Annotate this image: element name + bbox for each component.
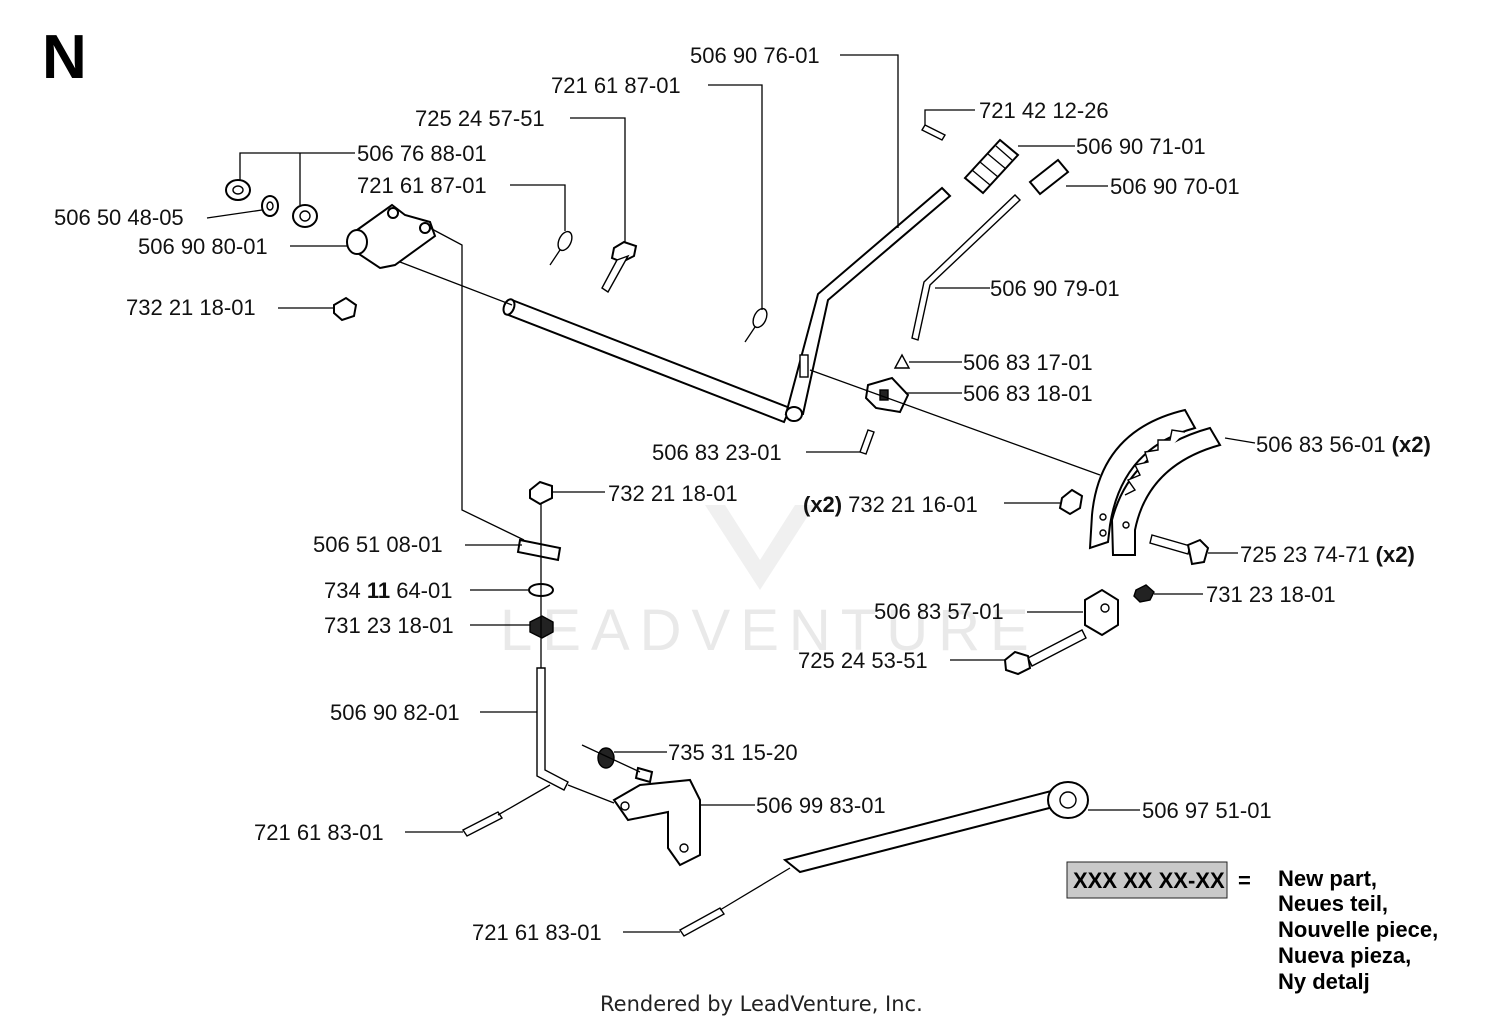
long-arm	[782, 781, 1089, 874]
main-shaft	[502, 298, 792, 424]
label-506-90-80-01: 506 90 80-01	[138, 234, 268, 259]
label-735-31-15-20: 735 31 15-20	[668, 740, 798, 765]
label-725-23-74-71: 725 23 74-71(x2)	[1240, 542, 1415, 567]
legend-line-2: Neues teil,	[1278, 891, 1388, 916]
handle-grip	[963, 138, 1020, 195]
shift-lever	[784, 186, 952, 422]
yoke-bracket	[346, 203, 437, 270]
label-506-90-70-01: 506 90 70-01	[1110, 174, 1240, 199]
label-721-42-12-26: 721 42 12-26	[979, 98, 1109, 123]
label-725-24-57-51: 725 24 57-51	[415, 106, 545, 131]
quantity-732-21-16-01: (x2)	[803, 492, 842, 517]
label-732-21-16-01: (x2)732 21 16-01	[803, 492, 978, 517]
legend-line-3: Nouvelle piece,	[1278, 917, 1438, 942]
label-506-83-23-01: 506 83 23-01	[652, 440, 782, 465]
nut-right	[1133, 584, 1155, 603]
part-number-725-23-74-71: 725 23 74-71	[1240, 542, 1370, 567]
bushings	[225, 179, 318, 228]
label-731-23-18-01-left: 731 23 18-01	[324, 613, 454, 638]
part-number-734-a: 734	[324, 578, 367, 603]
label-506-90-82-01: 506 90 82-01	[330, 700, 460, 725]
label-506-83-18-01: 506 83 18-01	[963, 381, 1093, 406]
link-rod	[536, 667, 569, 791]
label-506-99-83-01: 506 99 83-01	[756, 793, 886, 818]
legend-line-1: New part,	[1278, 866, 1377, 891]
label-506-97-51-01: 506 97 51-01	[1142, 798, 1272, 823]
legend-code: XXX XX XX-XX	[1073, 868, 1225, 893]
label-506-83-57-01: 506 83 57-01	[874, 599, 1004, 624]
part-number-734-c: 64-01	[390, 578, 452, 603]
lock-nut-top	[333, 296, 358, 322]
legend: XXX XX XX-XX = New part, Neues teil, Nou…	[1066, 861, 1438, 994]
label-732-21-18-01-top: 732 21 18-01	[126, 295, 256, 320]
part-number-506-83-56-01: 506 83 56-01	[1256, 432, 1386, 457]
label-506-90-71-01: 506 90 71-01	[1076, 134, 1206, 159]
sector-gears	[1088, 408, 1222, 556]
quantity-725-23-74-71: (x2)	[1376, 542, 1415, 567]
label-506-50-48-05: 506 50 48-05	[54, 205, 184, 230]
control-rod	[911, 194, 1022, 341]
footer-credit: Rendered by LeadVenture, Inc.	[600, 992, 923, 1016]
label-721-61-87-01-mid: 721 61 87-01	[357, 173, 487, 198]
label-732-21-18-01-mid: 732 21 18-01	[608, 481, 738, 506]
label-734-11-64-01: 734 11 64-01	[324, 578, 452, 603]
label-725-24-53-51: 725 24 53-51	[798, 648, 928, 673]
label-506-83-17-01: 506 83 17-01	[963, 350, 1093, 375]
clevis-pin	[516, 538, 562, 562]
bolt-lower	[1003, 629, 1087, 676]
watermark: LEADVENTURE	[500, 505, 1039, 663]
part-drawings	[225, 124, 1222, 937]
watermark-text: LEADVENTURE	[500, 598, 1039, 663]
legend-line-5: Ny detalj	[1278, 969, 1370, 994]
cotter-pins	[549, 230, 768, 343]
label-721-61-87-01-top: 721 61 87-01	[551, 73, 681, 98]
part-number-732-21-16-01: 732 21 16-01	[848, 492, 978, 517]
callout-labels: 506 90 76-01 721 61 87-01 721 42 12-26 7…	[54, 43, 1431, 945]
leader-lines	[206, 54, 1256, 933]
bolt-sector	[1149, 534, 1210, 566]
roll-pin	[921, 124, 946, 141]
nut-sector	[1058, 488, 1084, 516]
pivot-block	[1084, 588, 1119, 637]
legend-equals: =	[1238, 868, 1251, 893]
spring-clip	[597, 747, 615, 769]
legend-swatch	[1066, 861, 1228, 899]
label-506-90-76-01: 506 90 76-01	[690, 43, 820, 68]
control-knob	[1028, 158, 1070, 196]
quantity-506-83-56-01: (x2)	[1392, 432, 1431, 457]
arm-bracket	[612, 766, 701, 867]
cotter-pin-lower	[678, 907, 726, 937]
legend-line-4: Nueva pieza,	[1278, 943, 1411, 968]
label-721-61-83-01-lower: 721 61 83-01	[472, 920, 602, 945]
cotter-pin-upper	[461, 811, 504, 837]
label-506-90-79-01: 506 90 79-01	[990, 276, 1120, 301]
spring	[859, 429, 875, 455]
label-731-23-18-01-right: 731 23 18-01	[1206, 582, 1336, 607]
page-letter: N	[42, 23, 87, 92]
label-506-51-08-01: 506 51 08-01	[313, 532, 443, 557]
label-506-76-88-01: 506 76 88-01	[357, 141, 487, 166]
label-506-83-56-01: 506 83 56-01(x2)	[1256, 432, 1431, 457]
part-number-734-b: 11	[367, 578, 390, 603]
clamp-block	[864, 376, 910, 414]
lock-nut-mid	[529, 480, 553, 506]
bolt-upper	[601, 240, 638, 294]
label-721-61-83-01-upper: 721 61 83-01	[254, 820, 384, 845]
cone-nut	[893, 353, 911, 369]
